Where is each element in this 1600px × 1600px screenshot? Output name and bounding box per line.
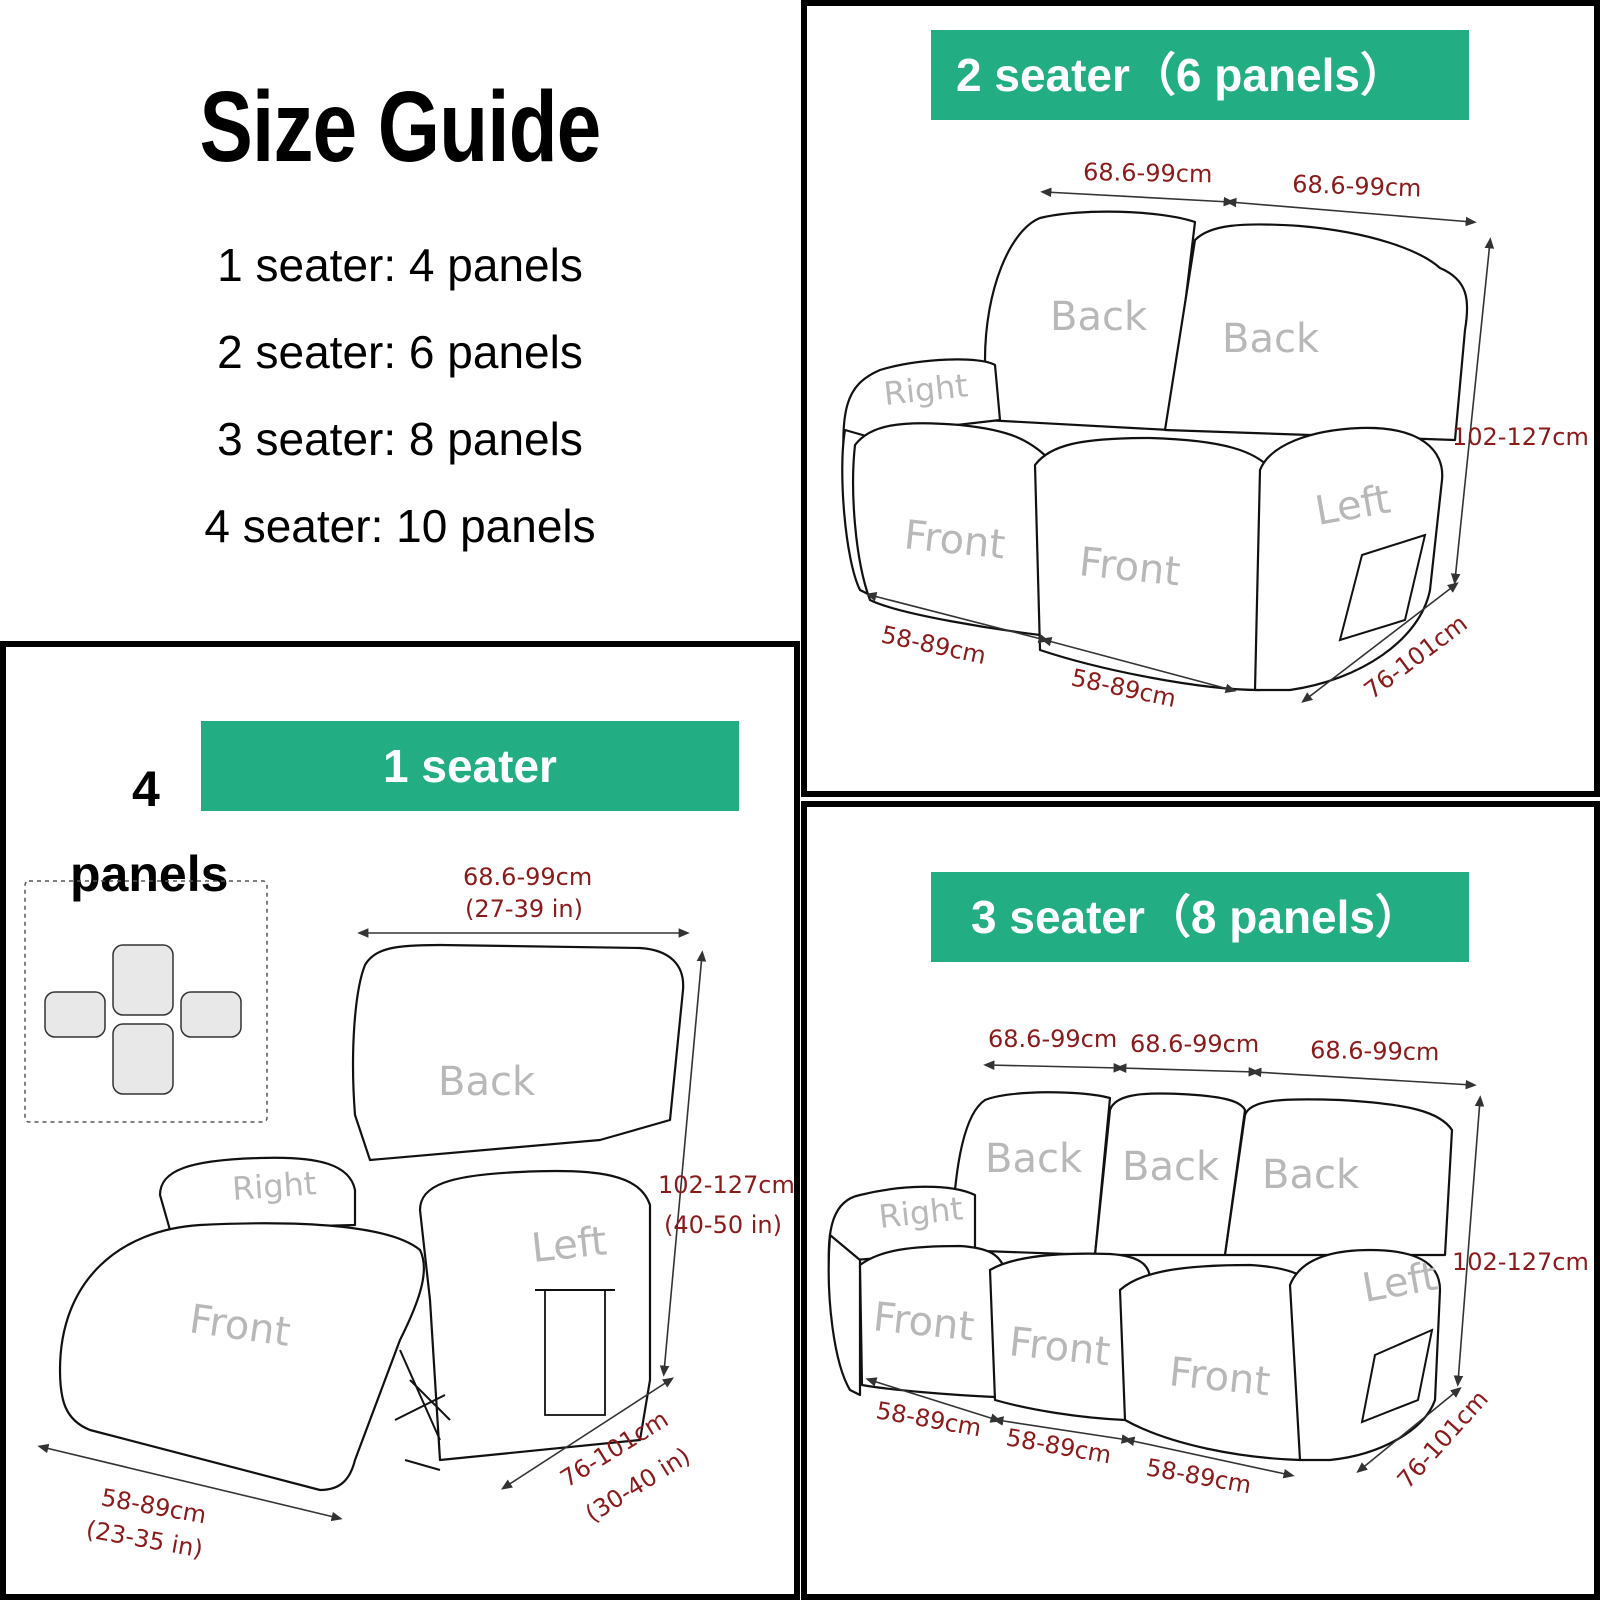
three-seater-seat1-dim: 58-89cm — [874, 1396, 984, 1442]
three-seater-banner: 3 seater（8 panels） — [931, 872, 1469, 962]
two-seater-banner: 2 seater（6 panels） — [931, 30, 1469, 120]
size-guide-title: Size Guide — [199, 71, 602, 183]
two-seater-front1-label: Front — [902, 512, 1007, 568]
one-seater-width-in: (27-39 in) — [465, 895, 583, 923]
two-seater-front2-label: Front — [1077, 539, 1182, 595]
three-seater-back3-label: Back — [1262, 1152, 1360, 1198]
guide-line-3-seater: 3 seater: 8 panels — [217, 413, 583, 465]
two-seater-back2-label: Back — [1222, 316, 1320, 362]
three-seater-height-dim: 102-127cm — [1452, 1248, 1589, 1276]
three-seater-front1-label: Front — [871, 1294, 976, 1350]
panel-layout-icon — [24, 880, 268, 1123]
two-seater-right-label: Right — [882, 366, 970, 413]
three-seater-seat2-dim: 58-89cm — [1004, 1423, 1114, 1469]
three-seater-back1-label: Back — [985, 1136, 1083, 1182]
guide-line-2-seater: 2 seater: 6 panels — [217, 326, 583, 378]
guide-line-4-seater: 4 seater: 10 panels — [204, 500, 596, 552]
three-seater-sofa: Back Back Back Right Left Front Front Fr… — [827, 1025, 1589, 1499]
three-seater-right-label: Right — [877, 1189, 965, 1236]
two-seater-height-dim: 102-127cm — [1452, 423, 1589, 451]
panel-count-number: 4 — [132, 761, 160, 817]
two-seater-back2-dim: 68.6-99cm — [1292, 170, 1422, 202]
three-seater-back2-dim: 68.6-99cm — [1130, 1030, 1259, 1058]
three-seater-back2-label: Back — [1122, 1144, 1220, 1190]
two-seater-sofa: Back Back Right Left Front Front 68.6-99… — [841, 158, 1589, 713]
two-seater-seat1-dim: 58-89cm — [879, 620, 989, 669]
one-seater-banner: 1 seater — [201, 721, 739, 811]
one-seater-height-cm: 102-127cm — [658, 1171, 795, 1199]
one-seater-back-label: Back — [438, 1059, 536, 1105]
one-seater-right-label: Right — [231, 1164, 318, 1208]
two-seater-back1-label: Back — [1050, 294, 1148, 340]
one-seater-width-cm: 68.6-99cm — [463, 863, 592, 891]
one-seater-left-label: Left — [529, 1218, 609, 1272]
two-seater-back1-dim: 68.6-99cm — [1083, 158, 1213, 188]
three-seater-front2-label: Front — [1007, 1319, 1112, 1375]
three-seater-seat3-dim: 58-89cm — [1144, 1453, 1254, 1499]
panel-count-word: panels — [70, 846, 229, 902]
one-seater-recliner: Back Right Left Front 68.6-99cm (27-39 i… — [37, 863, 795, 1563]
three-seater-back3-dim: 68.6-99cm — [1310, 1036, 1440, 1066]
three-seater-back1-dim: 68.6-99cm — [988, 1025, 1117, 1053]
one-seater-height-in: (40-50 in) — [664, 1211, 782, 1239]
three-seater-front3-label: Front — [1167, 1349, 1272, 1405]
guide-line-1-seater: 1 seater: 4 panels — [217, 239, 583, 291]
